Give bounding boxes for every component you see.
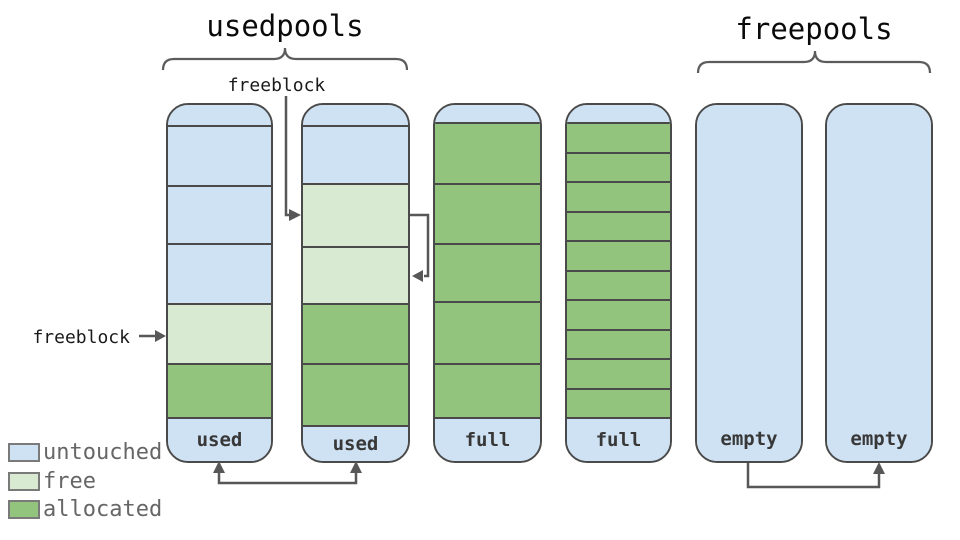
pool-block-allocated: [567, 358, 670, 388]
free-color-swatch: [8, 472, 40, 491]
pool-block-allocated: [567, 152, 670, 181]
pool-block-allocated: [567, 270, 670, 299]
pool-block-untouched: [303, 105, 408, 125]
pool-block-free: [168, 303, 271, 363]
pool-footer: full: [567, 417, 670, 461]
freeblock-top-label: freeblock: [227, 75, 326, 96]
pool-state-label: used: [332, 433, 379, 455]
pool-state-label: empty: [850, 428, 908, 450]
pool-block-untouched: [567, 105, 670, 122]
pool-block-allocated: [567, 181, 670, 211]
pool-block-allocated: [435, 183, 540, 243]
pool-block-allocated: [435, 243, 540, 301]
pool-block-free: [303, 183, 408, 246]
pool-block-allocated: [303, 363, 408, 425]
pool-6-empty: empty: [825, 103, 933, 463]
allocated-color-swatch: [8, 500, 40, 519]
usedpools-title: usedpools: [206, 9, 364, 43]
legend-label-allocated: allocated: [43, 497, 163, 522]
legend-item-untouched: untouched: [8, 440, 163, 465]
legend-label-untouched: untouched: [43, 440, 163, 465]
pool-block-allocated: [435, 301, 540, 363]
pool-block-untouched: [303, 125, 408, 183]
legend-label-free: free: [43, 469, 96, 494]
pool-block-allocated: [567, 329, 670, 358]
pool-block-untouched: [168, 185, 271, 243]
pool-footer: used: [168, 417, 271, 461]
untouched-color-swatch: [8, 443, 40, 462]
pool-1-used: used: [166, 103, 273, 463]
pool-block-untouched: [697, 105, 801, 417]
pool-block-untouched: [827, 105, 931, 417]
freeblock-left-label: freeblock: [32, 327, 130, 348]
pool-footer: full: [435, 417, 540, 461]
pool-block-free: [303, 246, 408, 303]
pool-3-full: full: [433, 103, 542, 463]
pool-block-allocated: [567, 211, 670, 240]
pool-4-full: full: [565, 103, 672, 463]
pool-block-allocated: [303, 303, 408, 363]
pool-block-allocated: [567, 388, 670, 417]
legend-item-free: free: [8, 469, 96, 494]
pool-block-untouched: [435, 105, 540, 122]
pool-footer: used: [303, 425, 408, 461]
legend-item-allocated: allocated: [8, 497, 163, 522]
pool-state-label: used: [196, 429, 243, 451]
pool-state-label: full: [595, 429, 642, 451]
freepools-title: freepools: [735, 12, 893, 46]
pool-block-untouched: [168, 125, 271, 185]
pool-2-used: used: [301, 103, 410, 463]
pool-footer: empty: [697, 417, 801, 461]
pool-block-allocated: [567, 122, 670, 152]
pool-block-allocated: [435, 122, 540, 183]
pool-state-label: empty: [720, 428, 778, 450]
pool-block-untouched: [168, 105, 271, 125]
pool-footer: empty: [827, 417, 931, 461]
pool-block-untouched: [168, 243, 271, 303]
pool-state-label: full: [464, 429, 511, 451]
pool-block-allocated: [168, 363, 271, 417]
pool-5-empty: empty: [695, 103, 803, 463]
pool-block-allocated: [435, 363, 540, 417]
pool-block-allocated: [567, 240, 670, 270]
pool-block-allocated: [567, 299, 670, 329]
